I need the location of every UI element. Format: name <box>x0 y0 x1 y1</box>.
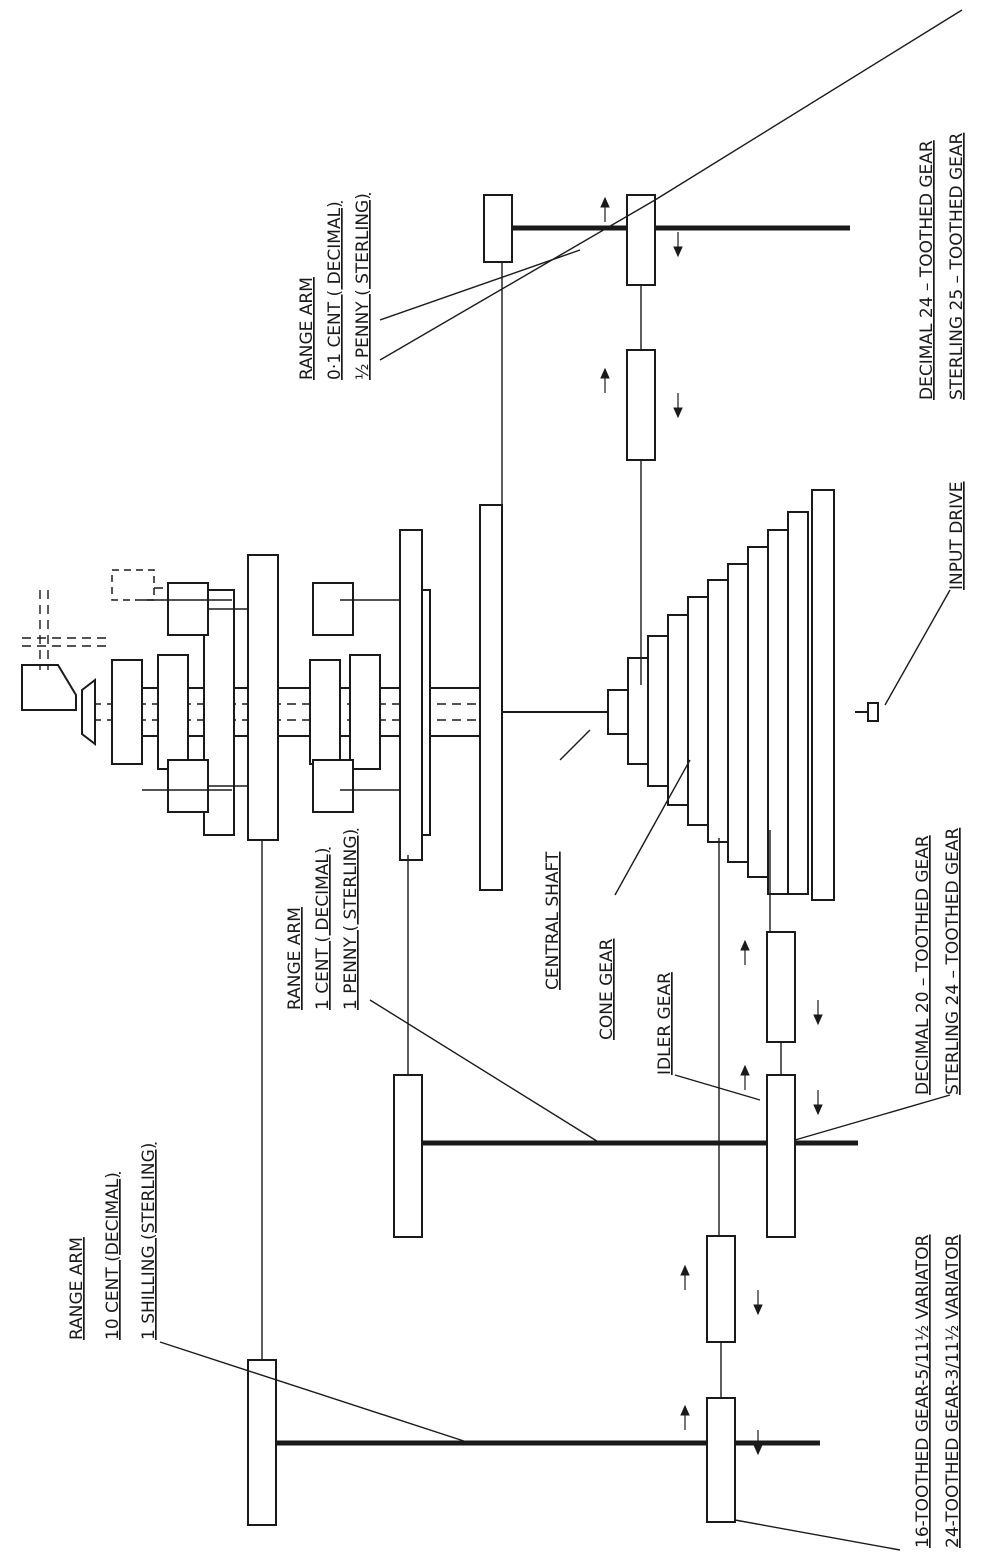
label-gear-top-line1: DECIMAL 24 – TOOTHED GEAR <box>917 140 937 400</box>
leader-gear-mid <box>794 1094 951 1141</box>
leader-idler-gear <box>674 1074 761 1101</box>
cone-step <box>787 511 809 895</box>
range-arm-head <box>247 1359 277 1526</box>
cone-step <box>767 529 789 895</box>
range-arm-mid-group <box>393 830 858 1238</box>
label-central-shaft: CENTRAL SHAFT <box>543 851 563 990</box>
gear <box>157 654 189 770</box>
gear <box>309 659 341 765</box>
label-variator-line2: 24-TOOTHED GEAR-3/11½ VARIATOR <box>943 1234 963 1548</box>
label-range-arm-mid-line2: 1 CENT ( DECIMAL) <box>313 848 333 1011</box>
label-range-arm-mid-line3: 1 PENNY ( STERLING) <box>341 829 361 1010</box>
leader-range-arm-top <box>379 249 581 321</box>
label-range-arm-top: RANGE ARM 0·1 CENT ( DECIMAL) ½ PENNY ( … <box>297 193 373 380</box>
leader-range-arm-bottom <box>159 1341 471 1444</box>
cone-step <box>607 689 631 735</box>
cone-step <box>667 614 689 806</box>
cone-step <box>811 489 835 901</box>
gear <box>247 554 279 841</box>
bevel-gear <box>81 677 96 747</box>
label-range-arm-bottom: RANGE ARM 10 CENT (DECIMAL) 1 SHILLING (… <box>67 1143 159 1340</box>
planet-gear <box>167 582 209 636</box>
label-gear-mid: DECIMAL 20 – TOOTHED GEAR STERLING 24 – … <box>913 827 963 1095</box>
label-range-arm-mid-line1: RANGE ARM <box>285 907 305 1010</box>
large-gear <box>479 504 503 891</box>
differential-lower <box>309 529 431 861</box>
gear <box>349 654 381 770</box>
label-idler-gear: IDLER GEAR <box>655 972 675 1075</box>
label-range-arm-bottom-line2: 10 CENT (DECIMAL) <box>103 1172 123 1340</box>
range-arm-bottom-group <box>247 838 820 1526</box>
cone-step <box>727 563 749 863</box>
cone-step <box>627 657 649 765</box>
leader-lines <box>159 9 963 1551</box>
input-drive-block <box>867 702 879 722</box>
planet-gear <box>167 759 209 813</box>
leader-gear-top <box>654 9 963 201</box>
gear <box>399 529 423 861</box>
leader-input-drive <box>884 589 951 706</box>
external-drive-box <box>111 569 155 601</box>
label-variator-line1: 16-TOOTHED GEAR-5/11½ VARIATOR <box>913 1234 933 1548</box>
differential-upper <box>111 554 279 841</box>
leader-central-shaft <box>559 729 591 761</box>
cone-step <box>747 546 769 878</box>
leader-variator <box>734 1519 901 1551</box>
label-gear-top-line2: STERLING 25 – TOOTHED GEAR <box>947 132 967 400</box>
sliding-gear <box>766 1074 796 1238</box>
label-gear-mid-line1: DECIMAL 20 – TOOTHED GEAR <box>913 835 933 1095</box>
label-range-arm-top-line3: ½ PENNY ( STERLING) <box>353 193 373 380</box>
label-range-arm-mid: RANGE ARM 1 CENT ( DECIMAL) 1 PENNY ( ST… <box>285 829 361 1010</box>
label-gear-mid-line2: STERLING 24 – TOOTHED GEAR <box>943 827 963 1095</box>
sliding-gear <box>706 1397 736 1523</box>
planet-gear <box>312 582 354 636</box>
label-variator: 16-TOOTHED GEAR-5/11½ VARIATOR 24-TOOTHE… <box>913 1234 963 1548</box>
planet-gear <box>312 759 354 813</box>
range-arm-head <box>483 194 513 263</box>
label-range-arm-bottom-line3: 1 SHILLING (STERLING) <box>139 1143 159 1340</box>
cone-step <box>707 579 729 843</box>
idler-gear-top <box>626 349 656 461</box>
label-range-arm-top-line1: RANGE ARM <box>297 277 317 380</box>
idler-gear <box>766 931 796 1043</box>
bevel-gear-drive <box>21 664 77 711</box>
gear <box>111 659 143 765</box>
cone-gear <box>607 489 879 901</box>
label-cone-gear: CONE GEAR <box>597 938 617 1040</box>
cone-step <box>687 596 709 826</box>
label-input-drive: INPUT DRIVE <box>947 482 967 591</box>
leader-range-arm-mid <box>369 999 601 1144</box>
sliding-gear <box>626 194 656 286</box>
cone-step <box>647 635 669 787</box>
label-range-arm-top-line2: 0·1 CENT ( DECIMAL) <box>325 201 345 380</box>
leader-cone-gear <box>614 759 691 896</box>
range-arm-top-group <box>483 194 850 685</box>
label-range-arm-bottom-line1: RANGE ARM <box>67 1237 87 1340</box>
range-arm-head <box>393 1074 423 1238</box>
label-gear-top: DECIMAL 24 – TOOTHED GEAR STERLING 25 – … <box>917 132 967 400</box>
leader-range-arm-top <box>379 199 656 361</box>
idler-gear <box>706 1235 736 1343</box>
